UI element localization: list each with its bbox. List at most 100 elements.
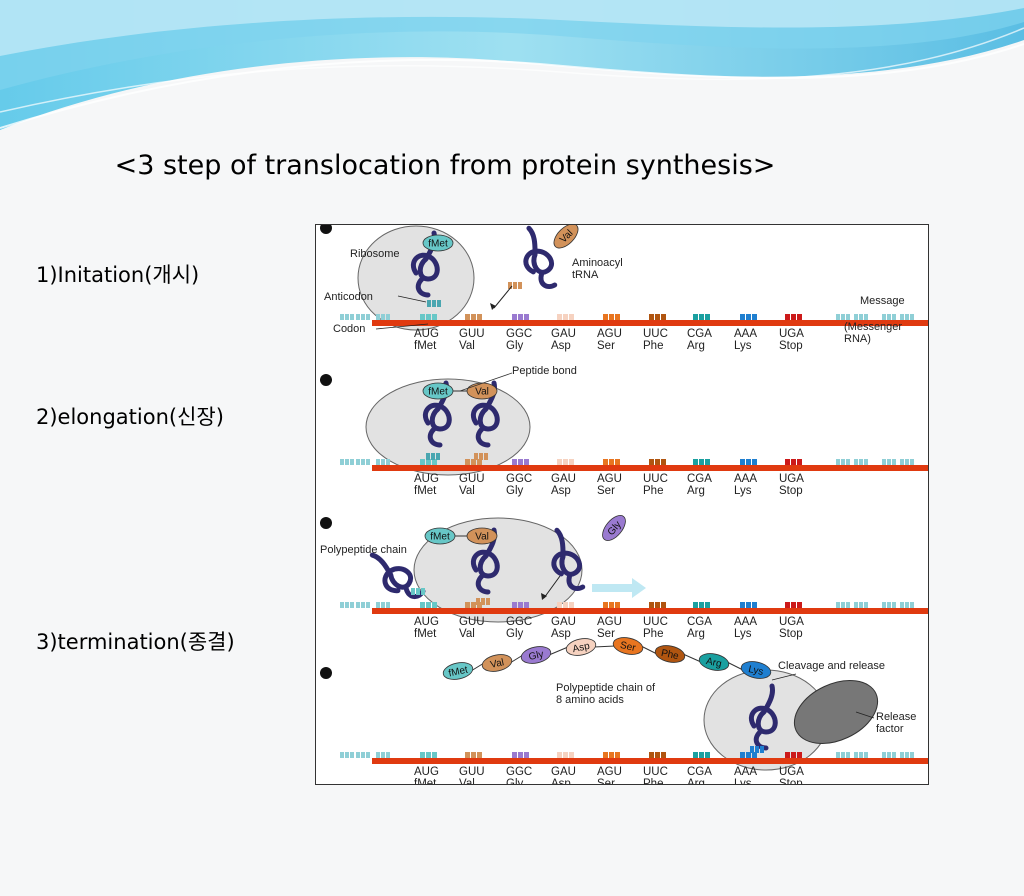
mrna-base-tick [892,459,896,465]
amino-acid-label: Phe [643,340,663,352]
mrna-base-tick [882,459,886,465]
mrna-base-tick [381,752,385,758]
codon-tick [705,459,710,465]
codon-label: CGA [687,616,712,628]
step-termination-label: 3)termination(종결) [36,626,235,656]
codon-tick [426,752,431,758]
mrna-base-tick [892,314,896,320]
amino-acid-label: Stop [779,628,803,640]
mrna-base-tick [361,314,365,320]
mrna-base-tick [910,752,914,758]
mrna-base-tick [905,314,909,320]
codon-label: GUU [459,616,485,628]
codon-tick [471,314,476,320]
mrna-base-tick [859,459,863,465]
amino-acid-label: Asp [551,778,571,785]
codon-tick [699,602,704,608]
codon-tick [420,314,425,320]
codon-tick [557,459,562,465]
ribosome [358,226,474,330]
svg-text:Val: Val [475,532,489,543]
codon-label: GAU [551,473,576,485]
mrna-base-tick [345,602,349,608]
amino-fmet: fMet [425,528,455,544]
codon-tick [426,602,431,608]
mrna-base-tick [366,752,370,758]
amino-acid-label: Gly [506,628,524,640]
messenger-label: (Messenger [844,321,902,333]
codon-label: CGA [687,328,712,340]
mrna-base-tick [841,602,845,608]
codon-label: CGA [687,766,712,778]
codon-tick [752,314,757,320]
codon-tick [420,602,425,608]
codon-tick [518,314,523,320]
codon-tick [661,752,666,758]
codon-tick [791,314,796,320]
peptide-bond-line [683,654,701,662]
codon-label: UGA [779,616,804,628]
mrna-base-tick [846,314,850,320]
codon-tick [603,752,608,758]
codon-tick [609,314,614,320]
mrna-base-tick [836,314,840,320]
codon-label: AGU [597,328,622,340]
codon-label: GUU [459,473,485,485]
codon-tick [471,752,476,758]
mrna-base-tick [887,314,891,320]
anticodon-bases [431,453,435,460]
amino-ser: Ser [612,635,645,657]
mrna-base-tick [356,602,360,608]
mrna-base-tick [859,752,863,758]
codon-tick [699,314,704,320]
mrna-base-tick [340,602,344,608]
amino-acid-label: fMet [414,778,437,785]
mrna-base-tick [854,752,858,758]
codon-label: AUG [414,328,439,340]
codon-label: UUC [643,766,668,778]
codon-tick [420,752,425,758]
panel-number: 4 [323,668,329,679]
mrna-strand [372,608,928,614]
step-elongation-label: 2)elongation(신장) [36,401,224,431]
mrna-base-tick [381,314,385,320]
amino-acid-label: Ser [597,628,615,640]
amino-acid-label: fMet [414,485,437,497]
mrna-base-tick [350,314,354,320]
mrna-base-tick [841,459,845,465]
amino-val: Val [467,528,497,544]
mrna-base-tick [361,459,365,465]
peptide-bond-line [549,647,568,655]
polypeptide-8-label: Polypeptide chain of [556,682,656,694]
codon-tick [557,314,562,320]
mrna-base-tick [905,602,909,608]
codon-label: AUG [414,616,439,628]
amino-acid-label: Lys [734,340,752,352]
codon-tick [693,602,698,608]
amino-acid-label: Ser [597,340,615,352]
mrna-base-tick [350,602,354,608]
anticodon-bases [750,746,754,753]
codon-tick [693,459,698,465]
codon-tick [746,602,751,608]
amino-acid-label: Lys [734,485,752,497]
codon-tick [603,459,608,465]
mrna-base-tick [910,602,914,608]
anticodon-bases [432,300,436,307]
codon-tick [661,314,666,320]
mrna-base-tick [356,314,360,320]
codon-label: AUG [414,473,439,485]
mrna-base-tick [900,314,904,320]
codon-label: UGA [779,766,804,778]
mrna-base-tick [846,752,850,758]
codon-label: AAA [734,473,757,485]
codon-label: UGA [779,473,804,485]
slide-title: <3 step of translocation from protein sy… [0,150,890,181]
anticodon-bases [479,453,483,460]
codon-label: AGU [597,473,622,485]
svg-text:fMet: fMet [428,239,448,250]
codon-tick [705,314,710,320]
codon-tick [797,602,802,608]
mrna-strand [372,758,928,764]
